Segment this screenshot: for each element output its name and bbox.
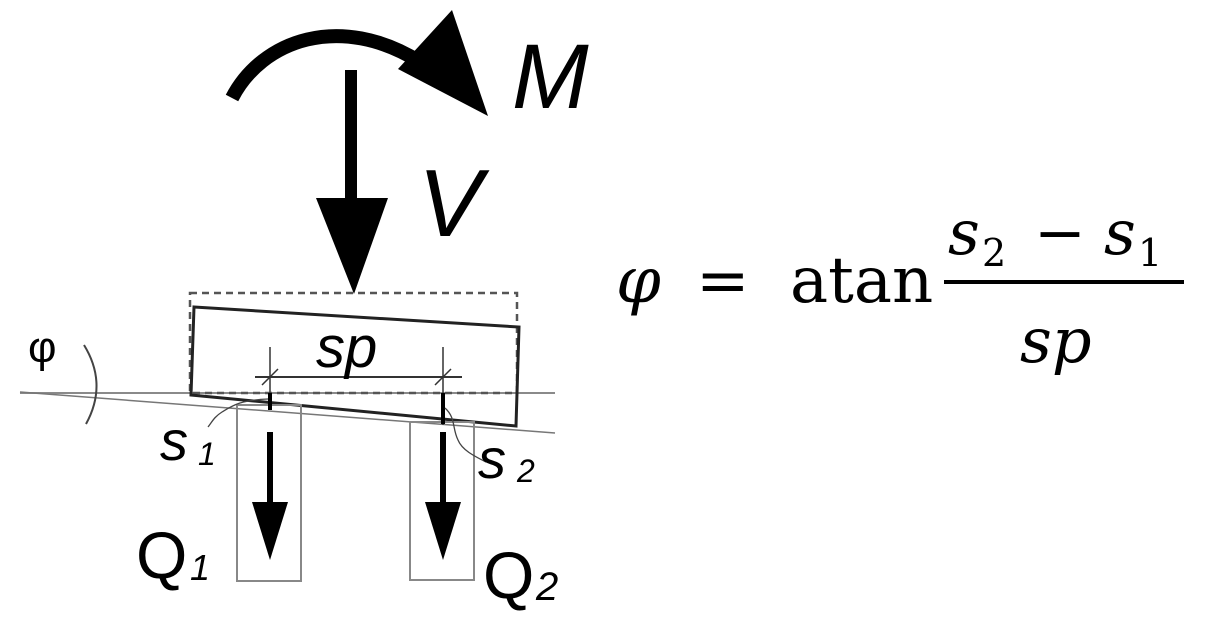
formula-numerator-a-subscript: 2 bbox=[982, 231, 1006, 275]
reaction-q1-arrowhead-icon bbox=[252, 502, 288, 560]
q2-subscript: 2 bbox=[535, 565, 558, 609]
moment-arrowhead-icon bbox=[398, 10, 488, 116]
s1-label: s bbox=[160, 409, 188, 472]
formula-equals: = bbox=[696, 244, 750, 318]
formula-lhs: φ bbox=[616, 244, 661, 318]
formula-numerator-b-subscript: 1 bbox=[1138, 231, 1162, 275]
q1-subscript: 1 bbox=[190, 547, 210, 588]
original-block-dashed bbox=[188, 291, 519, 395]
angle-label: φ bbox=[28, 323, 57, 372]
reaction-q2-arrowhead-icon bbox=[425, 502, 461, 560]
formula-numerator-a: s bbox=[948, 196, 980, 269]
formula-numerator-minus: − bbox=[1034, 196, 1086, 269]
formula-denominator: sp bbox=[1020, 304, 1092, 377]
q1-label: Q bbox=[136, 518, 187, 592]
moment-arrow-icon bbox=[225, 29, 424, 102]
sp-tick-right bbox=[434, 368, 452, 386]
tilted-block bbox=[189, 305, 521, 428]
s1-leader-line bbox=[207, 398, 269, 428]
s1-subscript: 1 bbox=[198, 436, 216, 472]
moment-label: M bbox=[512, 26, 589, 128]
angle-arc bbox=[83, 344, 98, 425]
sp-tick-left bbox=[261, 368, 279, 386]
spacing-label: sp bbox=[316, 315, 377, 380]
s2-subscript: 2 bbox=[516, 453, 535, 489]
formula-numerator-b: s bbox=[1104, 196, 1136, 269]
vertical-load-arrowhead-icon bbox=[316, 198, 388, 294]
q2-label: Q bbox=[483, 538, 534, 612]
vertical-load-label: V bbox=[418, 150, 490, 257]
formula-func: atan bbox=[790, 244, 933, 318]
s2-label: s bbox=[478, 427, 506, 490]
tilted-reference-line bbox=[19, 391, 556, 434]
s2-leader-line bbox=[444, 407, 487, 463]
